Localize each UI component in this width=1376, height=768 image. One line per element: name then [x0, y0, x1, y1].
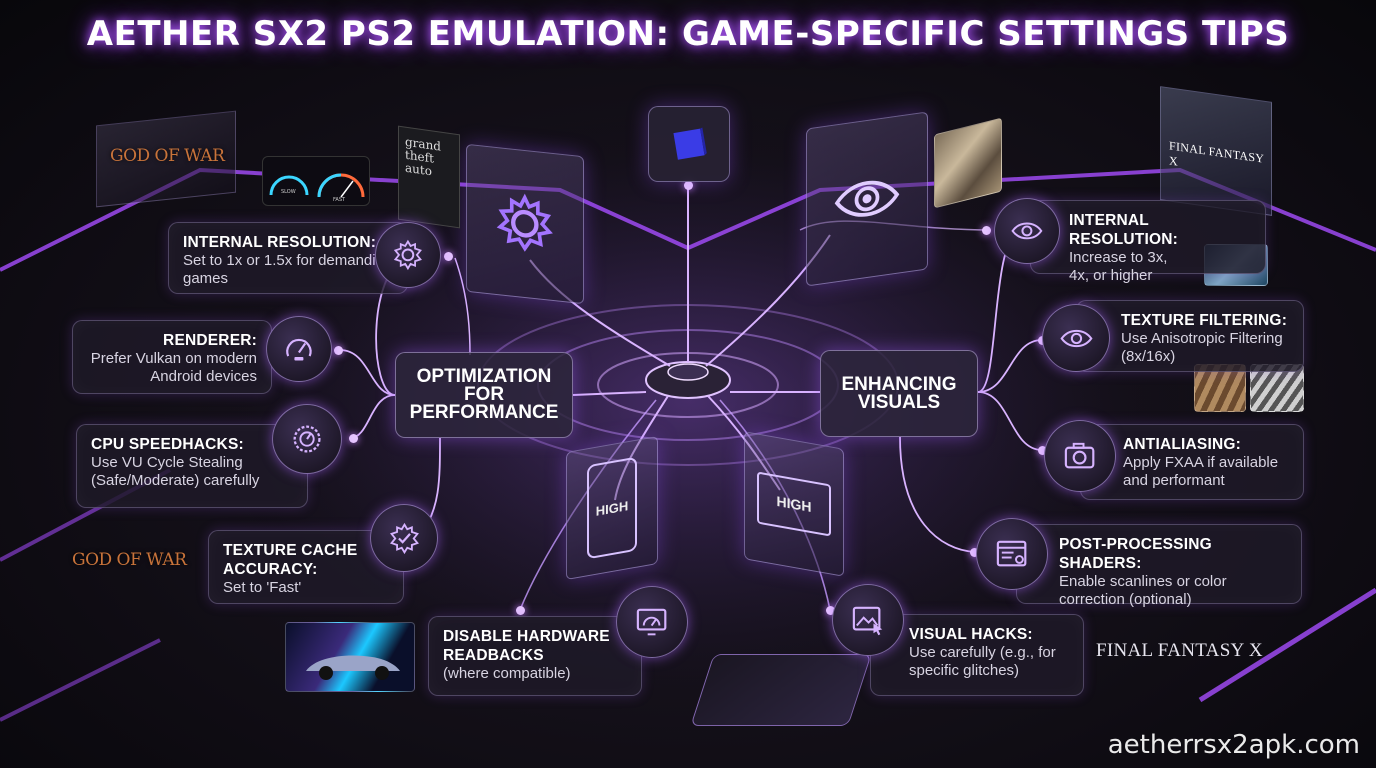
gear-icon [375, 222, 441, 288]
card-cpu-speedhacks: CPU SPEEDHACKS: Use VU Cycle Stealing (S… [76, 424, 308, 508]
connector-dot [970, 548, 979, 557]
card-texture-cache: TEXTURE CACHE ACCURACY: Set to 'Fast' [208, 530, 404, 604]
page-title: AETHER SX2 PS2 EMULATION: GAME-SPECIFIC … [86, 14, 1290, 54]
phone-device: HIGH [566, 435, 658, 581]
ffx-logo-bottom: FINAL FANTASY X [1096, 640, 1263, 661]
gauge-fast-label: FAST [333, 197, 346, 203]
hub-visuals: ENHANCING VISUALS [820, 350, 978, 437]
gear-icon [496, 193, 554, 252]
eye-screen-panel [806, 111, 928, 287]
image-cursor-icon [832, 584, 904, 656]
connector-dot [334, 346, 343, 355]
gauge-icon: SLOW FAST [269, 173, 365, 203]
card-antialiasing: ANTIALIASING: Apply FXAA if available an… [1080, 424, 1304, 500]
card-body: Set to 1x or 1.5x for demanding games [183, 252, 393, 287]
card-body: Prefer Vulkan on modern Android devices [90, 350, 257, 385]
card-heading: TEXTURE FILTERING: [1121, 312, 1288, 329]
connector-dot [349, 434, 358, 443]
phone-label: HIGH [595, 497, 629, 519]
card-renderer: RENDERER: Prefer Vulkan on modern Androi… [72, 320, 272, 394]
connector-dot [826, 606, 835, 615]
eye-icon [1042, 304, 1110, 372]
hub-performance: OPTIMIZATION FOR PERFORMANCE [395, 352, 573, 438]
eye-icon [994, 198, 1060, 264]
card-body: Set to 'Fast' [223, 579, 302, 596]
card-heading: INTERNAL RESOLUTION: [1069, 212, 1178, 248]
window-settings-icon [976, 518, 1048, 590]
ffx-logo-top: FINAL FANTASY X [1169, 138, 1264, 169]
camera-icon [1044, 420, 1116, 492]
connector-dot [982, 226, 991, 235]
card-visual-hacks: VISUAL HACKS: Use carefully (e.g., for s… [870, 614, 1084, 696]
monitor-gauge-icon [616, 586, 688, 658]
connector-dot [516, 606, 525, 615]
card-heading: INTERNAL RESOLUTION: [183, 234, 377, 251]
speed-gauges: SLOW FAST [262, 156, 370, 206]
speedometer-icon [266, 316, 332, 382]
card-heading: RENDERER: [163, 332, 257, 349]
connector-dot [1038, 446, 1047, 455]
card-body: (where compatible) [443, 665, 571, 682]
card-heading: VISUAL HACKS: [909, 626, 1033, 643]
texture-thumbnail [1250, 364, 1304, 412]
monitor-device: HIGH [744, 431, 844, 577]
card-heading: DISABLE HARDWARE READBACKS [443, 628, 610, 664]
card-body: Enable scanlines or color correction (op… [1059, 573, 1227, 608]
card-texture-filtering: TEXTURE FILTERING: Use Anisotropic Filte… [1076, 300, 1304, 372]
connector-dot [684, 181, 693, 190]
card-heading: TEXTURE CACHE ACCURACY: [223, 542, 358, 578]
card-heading: ANTIALIASING: [1123, 436, 1241, 453]
gta-logo-text: grand theft auto [405, 134, 441, 179]
card-heading: POST-PROCESSING SHADERS: [1059, 536, 1212, 572]
gear-check-icon [370, 504, 438, 572]
monitor-label: HIGH [776, 492, 812, 516]
site-watermark: aetherrsx2apk.com [1107, 730, 1360, 760]
card-body: Increase to 3x, 4x, or higher [1069, 249, 1168, 284]
card-post-processing: POST-PROCESSING SHADERS: Enable scanline… [1016, 524, 1302, 608]
car-icon [306, 655, 400, 680]
eye-icon [834, 181, 900, 217]
card-internal-resolution-high: INTERNAL RESOLUTION: Increase to 3x, 4x,… [1030, 200, 1266, 284]
cube-icon [673, 127, 707, 160]
card-body: Use carefully (e.g., for specific glitch… [909, 644, 1056, 679]
gauge-icon [272, 404, 342, 474]
racing-car-thumbnail [285, 622, 415, 692]
phone-floor [690, 654, 872, 726]
card-heading: CPU SPEEDHACKS: [91, 436, 244, 453]
ffx-logo-panel: FINAL FANTASY X [1160, 86, 1272, 216]
card-hardware-readbacks: DISABLE HARDWARE READBACKS (where compat… [428, 616, 642, 696]
card-internal-resolution-low: INTERNAL RESOLUTION: Set to 1x or 1.5x f… [168, 222, 408, 294]
cube-panel [648, 106, 730, 182]
gear-screen-panel [466, 143, 584, 305]
card-body: Apply FXAA if available and performant [1123, 454, 1279, 489]
connector-dot [444, 252, 453, 261]
gow-logo-top: GOD OF WAR [110, 146, 225, 166]
gta-logo: grand theft auto [398, 125, 460, 229]
gow-logo-bottom: GOD OF WAR [72, 550, 187, 570]
card-body: Use VU Cycle Stealing (Safe/Moderate) ca… [91, 454, 260, 489]
card-body: Use Anisotropic Filtering (8x/16x) [1121, 330, 1283, 365]
gauge-slow-label: SLOW [281, 189, 296, 195]
